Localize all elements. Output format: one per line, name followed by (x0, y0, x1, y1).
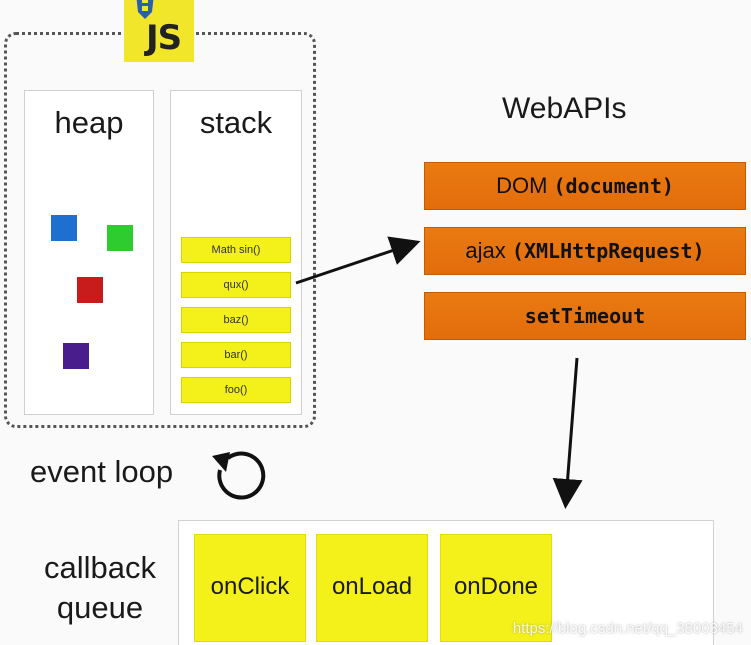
callback-item: onDone (440, 534, 552, 642)
webapi-code: (XMLHttpRequest) (511, 239, 705, 263)
event-loop-label: event loop (30, 454, 174, 489)
heap-panel: heap (24, 90, 154, 415)
callback-item: onClick (194, 534, 306, 642)
js-logo-text: JS (146, 18, 182, 58)
webapi-label: ajax (465, 238, 512, 263)
watermark: https://blog.csdn.net/qq_38003454 (512, 620, 743, 637)
stack-panel: stack Math sin() qux() baz() bar() foo() (170, 90, 302, 415)
webapi-dom: DOM (document) (424, 162, 746, 210)
shield-icon (136, 0, 154, 19)
stack-frame: baz() (181, 307, 291, 333)
webapi-ajax: ajax (XMLHttpRequest) (424, 227, 746, 275)
stack-frame: foo() (181, 377, 291, 403)
webapi-code: (document) (553, 174, 674, 198)
webapi-label: DOM (496, 173, 554, 198)
stack-frame: qux() (181, 272, 291, 298)
callback-item: onLoad (316, 534, 428, 642)
stack-title: stack (199, 105, 273, 140)
heap-object-blue (51, 215, 77, 241)
refresh-loop-icon (212, 451, 266, 500)
arrow-webapis-to-queue (552, 357, 583, 509)
heap-title: heap (54, 105, 124, 140)
heap-object-purple (63, 343, 89, 369)
callback-queue-label-line1: callback (44, 550, 156, 585)
webapi-settimeout: setTimeout (424, 292, 746, 340)
heap-object-green (107, 225, 133, 251)
callback-queue-label-line2: queue (56, 590, 144, 625)
stack-frame: bar() (181, 342, 291, 368)
callback-queue-label: callback queue (30, 548, 170, 628)
js-logo-badge: JS (124, 0, 194, 62)
heap-object-red (77, 277, 103, 303)
stack-frame: Math sin() (181, 237, 291, 263)
webapi-code: setTimeout (524, 304, 646, 328)
webapis-title: WebAPIs (502, 92, 627, 125)
